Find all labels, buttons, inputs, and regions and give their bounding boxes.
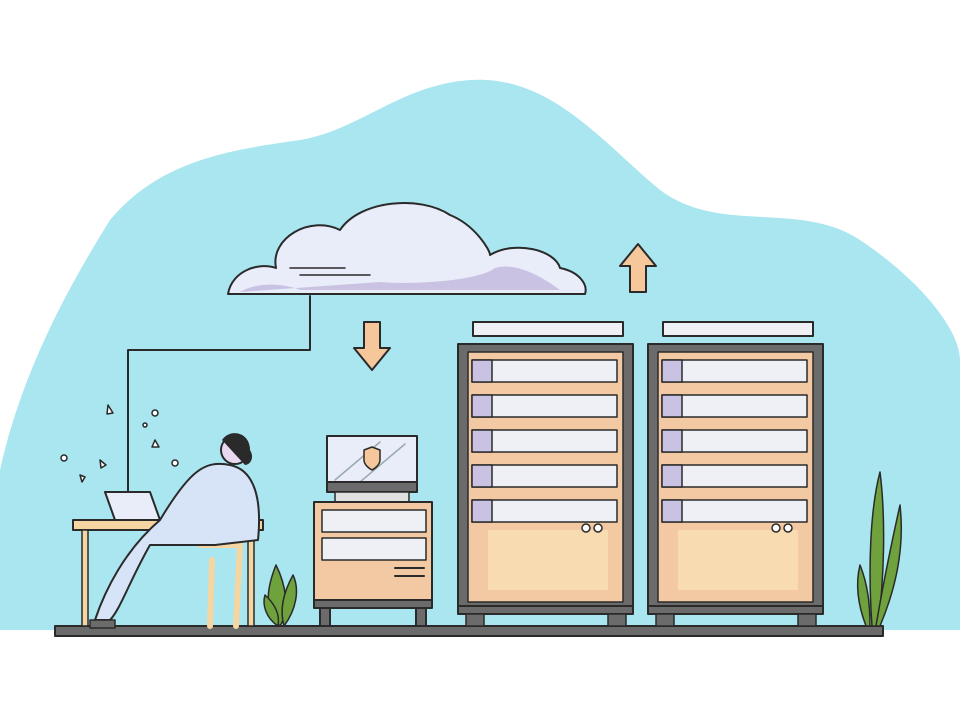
small-server [313, 435, 433, 627]
server-rack [647, 321, 824, 627]
drive-bay [471, 429, 618, 453]
arrow-up-icon [619, 243, 657, 293]
plant-small [263, 564, 298, 627]
particles [60, 404, 179, 483]
server-rack [457, 321, 634, 627]
drive-bay [661, 429, 808, 453]
drive-bay [661, 394, 808, 418]
person-at-desk [72, 433, 264, 629]
cloud-icon [227, 202, 587, 295]
drive-bay [471, 499, 618, 523]
drive-bay [661, 359, 808, 383]
plant-tall [856, 471, 903, 627]
drive-bay [661, 464, 808, 488]
drive-bay [661, 499, 808, 523]
drive-bay [471, 359, 618, 383]
shield-icon [363, 446, 381, 471]
drive-bay [471, 464, 618, 488]
cable [127, 295, 311, 496]
arrow-down-icon [353, 321, 391, 371]
drive-bay [471, 394, 618, 418]
laptop-icon [104, 491, 161, 521]
floor [54, 625, 884, 637]
